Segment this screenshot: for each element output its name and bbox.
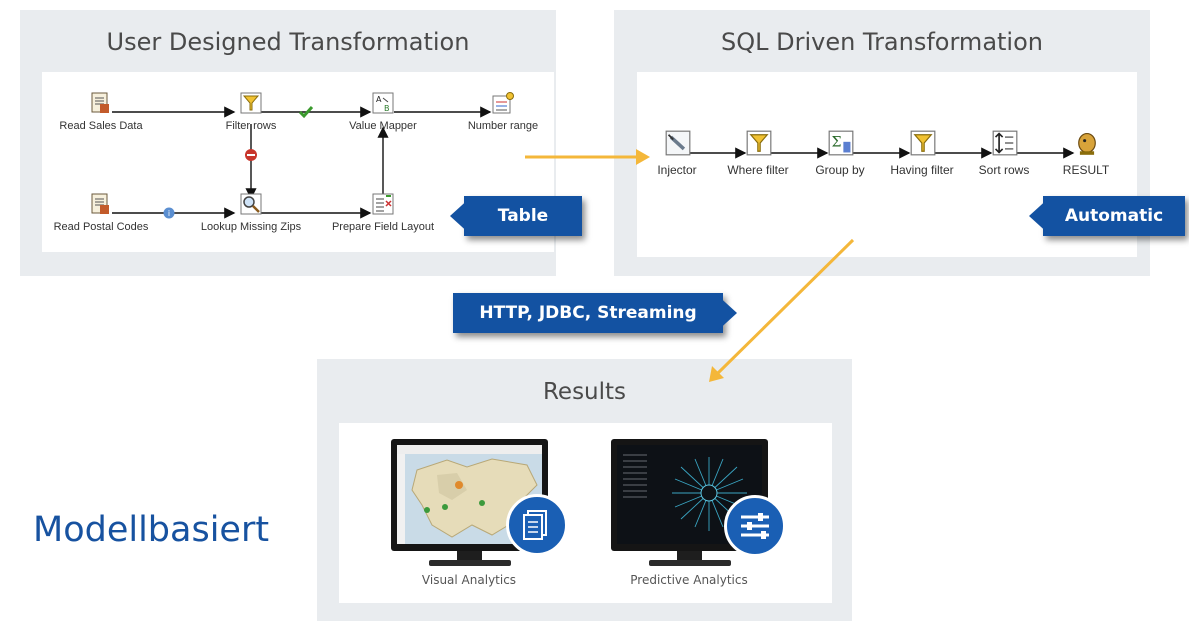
user-designed-hops: i [112,106,492,219]
monitor-base [429,560,511,566]
step-label: Number range [467,120,539,132]
step-label: Injector [657,163,697,177]
step-label: Having filter [890,163,954,177]
sql-driven-hops [689,147,1075,159]
visual-analytics-label: Visual Analytics [421,573,517,587]
step-label: Sort rows [978,163,1030,177]
user-designed-panel: User Designed Transformation i [20,10,556,276]
results-panel: Results [317,359,852,621]
tag-table-text: Table [497,206,549,226]
sql-driven-title: SQL Driven Transformation [720,28,1043,56]
dummy-head-icon [1078,132,1096,155]
lookup-magnifier-icon [240,193,262,215]
svg-text:B: B [384,104,390,113]
monitor-base [649,560,731,566]
text-file-input-icon [91,92,109,113]
injector-syringe-icon [665,130,691,156]
tag-protocols: HTTP, JDBC, Streaming [453,293,723,333]
step-label: Read Postal Codes [53,221,149,233]
select-values-icon [372,193,394,215]
document-stack-icon [506,494,568,556]
step-label: Value Mapper [349,120,417,132]
sliders-icon [724,495,786,557]
monitor-neck [677,551,702,560]
results-title: Results [542,379,627,405]
step-label: Prepare Field Layout [331,221,435,233]
step-label: Where filter [727,163,789,177]
tag-protocols-text: HTTP, JDBC, Streaming [479,303,697,323]
predictive-analytics-label: Predictive Analytics [630,573,748,587]
svg-text:i: i [168,209,170,218]
user-designed-title: User Designed Transformation [106,28,470,56]
filter-funnel-icon [240,92,262,114]
europe-map-icon [397,445,542,544]
modellbasiert-label: Modellbasiert [33,510,270,550]
step-label: Filter rows [225,120,277,132]
svg-text:Σ: Σ [832,135,842,151]
step-label: Read Sales Data [59,120,143,132]
text-file-input-icon [91,193,109,214]
step-label: RESULT [1062,163,1110,177]
tag-automatic: Automatic [1043,196,1185,236]
radial-burst-icon [623,454,747,531]
value-mapper-icon: A B [372,92,394,114]
tag-automatic-text: Automatic [1064,206,1164,226]
filter-funnel-icon [746,130,772,156]
step-label: Lookup Missing Zips [200,221,302,233]
sql-driven-panel: SQL Driven Transformation Injector [614,10,1150,276]
monitor-neck [457,551,482,560]
tag-table: Table [464,196,582,236]
sql-driven-canvas: Injector Where filter Σ Group by Having … [637,72,1137,257]
sort-rows-icon [992,130,1018,156]
results-canvas: Visual Analytics [339,423,832,603]
blue-info-icon [163,207,175,219]
step-label: Group by [815,163,865,177]
svg-text:A: A [376,95,382,104]
sigma-group-icon: Σ [828,130,854,156]
number-range-icon [492,92,514,114]
green-check-icon [298,106,314,119]
user-designed-canvas: i Read Sales Data Filter rows A [42,72,554,252]
filter-funnel-icon [910,130,936,156]
